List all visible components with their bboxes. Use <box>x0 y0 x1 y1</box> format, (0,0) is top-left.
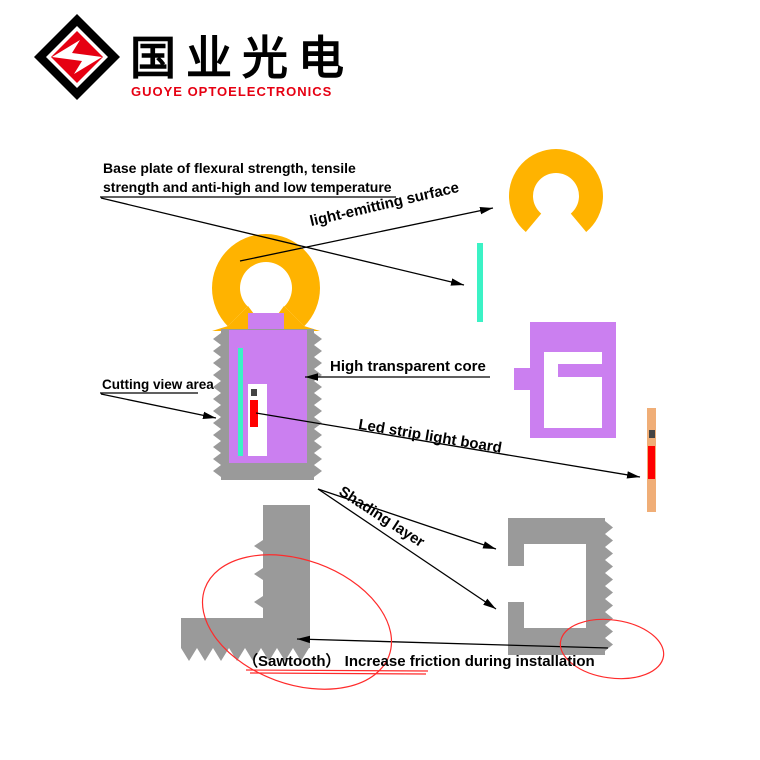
c-profile-bottom-arm <box>508 628 588 655</box>
high-transparent-core-label: High transparent core <box>330 358 486 375</box>
core-shelf <box>558 364 602 377</box>
assembly-led-contact <box>251 389 257 396</box>
arrow-cutting-view <box>100 393 217 419</box>
base-plate-horseshoe <box>508 148 603 232</box>
led-strip-board-part <box>647 408 656 512</box>
annotation-red-underline-1 <box>245 669 429 672</box>
c-profile-shape <box>508 518 613 655</box>
arrow-shading-1 <box>317 488 497 550</box>
core-cavity <box>544 352 602 428</box>
assembly-horseshoe-left-foot <box>212 306 254 331</box>
red-annotations <box>201 554 665 690</box>
led-board-led <box>648 446 655 479</box>
main-assembly <box>212 234 322 480</box>
assembly-core-top <box>248 313 284 331</box>
cutting-view-area-label: Cutting view area <box>102 377 214 392</box>
assembly-emitting-strip <box>238 348 243 456</box>
core-left-tab <box>514 368 530 390</box>
sawtooth-note-label: （Sawtooth） Increase friction during inst… <box>243 653 595 670</box>
brand-name-en: GUOYE OPTOELECTRONICS <box>131 84 333 99</box>
arrow-sawtooth <box>296 635 609 649</box>
annotation-ellipse-left <box>201 554 393 690</box>
annotation-red-underline-2 <box>249 672 427 675</box>
c-profile-top-arm <box>508 518 588 544</box>
logo-diamond-icon <box>34 14 120 100</box>
l-profile-shape <box>181 505 310 661</box>
brand-name-cn: 国业光电 <box>130 32 354 84</box>
c-profile-bottom-lip <box>508 602 524 628</box>
arrow-shading-2 <box>317 488 497 610</box>
base-plate-label-line1: Base plate of flexural strength, tensile <box>103 160 356 176</box>
c-profile-top-lip <box>508 544 524 566</box>
logo-lightning-icon <box>52 40 102 74</box>
arrow-led-board <box>255 412 641 479</box>
c-profile-wall <box>586 518 613 655</box>
emitting-surface-strip <box>477 243 483 322</box>
arrow-to-horseshoe <box>239 207 494 262</box>
assembly-led-bar <box>250 400 258 427</box>
assembly-horseshoe <box>212 234 320 327</box>
base-plate-label-line2: strength and anti-high and low temperatu… <box>103 178 392 195</box>
annotation-ellipse-right <box>559 618 665 680</box>
arrow-to-emitting-strip <box>100 197 465 286</box>
led-board-contact <box>649 430 655 438</box>
transparent-core-part <box>514 322 616 438</box>
leader-lines <box>100 196 641 649</box>
assembly-horseshoe-right-foot <box>278 306 320 331</box>
base-plate-label: Base plate of flexural strength, tensile… <box>103 159 392 197</box>
